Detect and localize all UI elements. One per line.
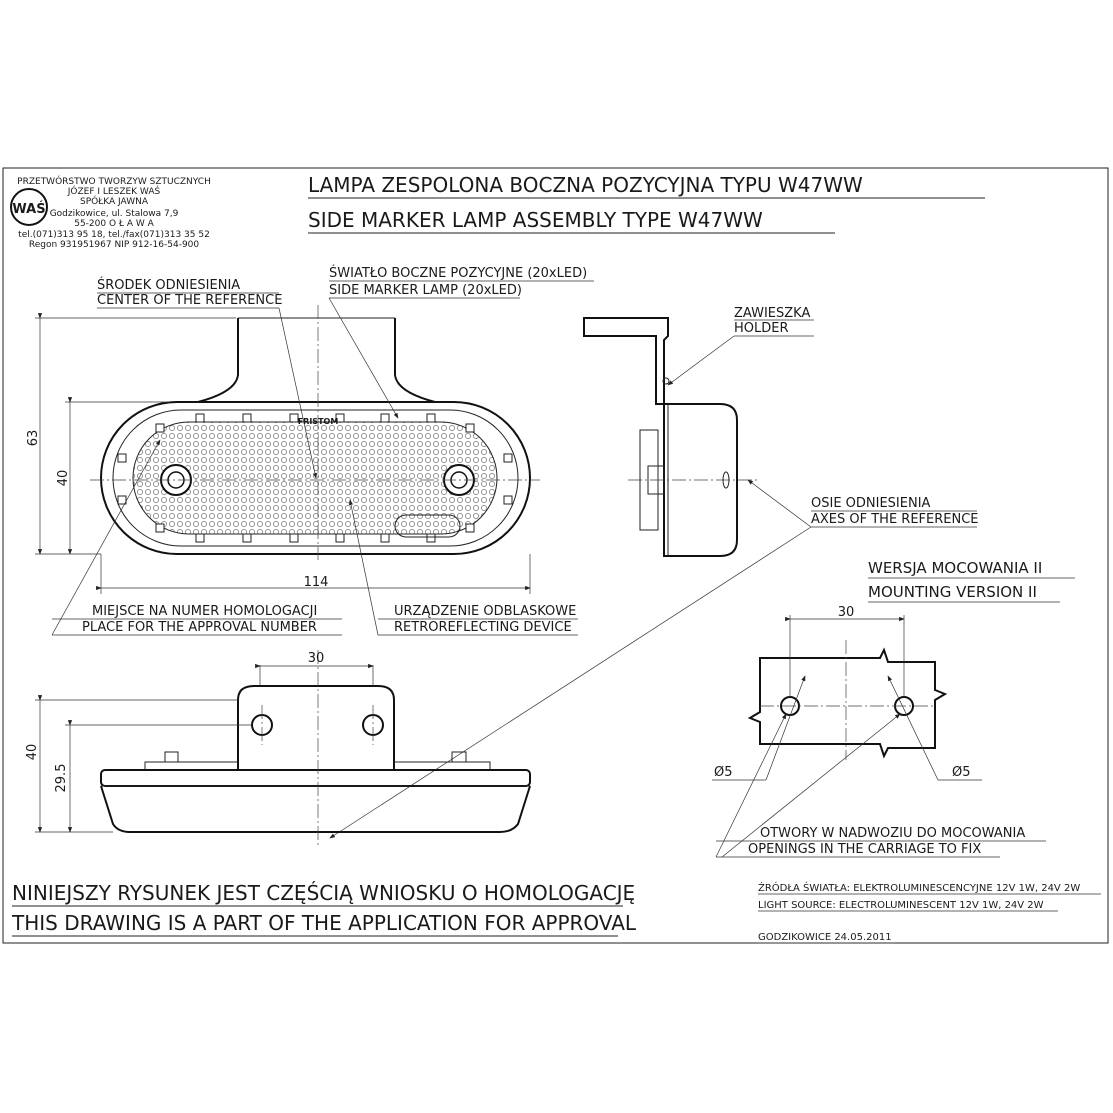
label-holes-en: OPENINGS IN THE CARRIAGE TO FIX — [748, 842, 981, 857]
company-line-7: Regon 931951967 NIP 912-16-54-900 — [29, 240, 200, 250]
label-mounting-pl: WERSJA MOCOWANIA II — [868, 559, 1042, 577]
company-line-2: JÓZEF I LESZEK WAŚ — [67, 185, 161, 197]
label-holder-pl: ZAWIESZKA — [734, 306, 810, 321]
label-sidelamp-pl: ŚWIATŁO BOCZNE POZYCYJNE (20xLED) — [329, 265, 587, 281]
footer-date: GODZIKOWICE 24.05.2011 — [758, 932, 892, 943]
label-approval-pl: MIEJSCE NA NUMER HOMOLOGACJI — [92, 604, 317, 619]
company-line-5: 55-200 O Ł A W A — [74, 219, 154, 229]
bottom-view — [35, 650, 531, 845]
bottom-lens-profile — [100, 785, 531, 833]
label-retro-pl: URZĄDZENIE ODBLASKOWE — [394, 604, 576, 619]
mounting-plate — [712, 615, 982, 781]
company-line-6: tel.(071)313 95 18, tel./fax(071)313 35 … — [18, 230, 210, 240]
dim-width: 114 — [304, 575, 329, 590]
footer-source-pl: ŹRÓDŁA ŚWIATŁA: ELEKTROLUMINESCENCYJNE 1… — [758, 881, 1080, 894]
label-center-en: CENTER OF THE REFERENCE — [97, 293, 282, 308]
dim-height-bottom: 40 — [25, 744, 40, 761]
label-approval-en: PLACE FOR THE APPROVAL NUMBER — [82, 620, 317, 635]
footer-note-pl: NINIEJSZY RYSUNEK JEST CZĘŚCIĄ WNIOSKU O… — [12, 881, 635, 905]
led-array — [117, 413, 513, 543]
dim-height-total: 63 — [26, 430, 41, 447]
company-logo: WAŚ — [10, 188, 48, 226]
side-view — [583, 317, 760, 557]
title-english: SIDE MARKER LAMP ASSEMBLY TYPE W47WW — [308, 208, 763, 232]
title-polish: LAMPA ZESPOLONA BOCZNA POZYCYJNA TYPU W4… — [308, 173, 863, 197]
label-center-pl: ŚRODEK ODNIESIENIA — [97, 277, 240, 293]
dim-hole-spacing-mount: 30 — [838, 605, 855, 620]
footer-source-en: LIGHT SOURCE: ELECTROLUMINESCENT 12V 1W,… — [758, 900, 1044, 911]
dim-hole-spacing-bottom: 30 — [308, 651, 325, 666]
label-axes-pl: OSIE ODNIESIENIA — [811, 496, 931, 511]
company-line-4: Godzikowice, ul. Stalowa 7,9 — [50, 209, 179, 219]
dim-hole-dia-right: Ø5 — [952, 765, 971, 780]
holder-bracket — [583, 317, 669, 405]
dim-height-bottom-inner: 29.5 — [54, 764, 69, 793]
company-line-3: SPÓŁKA JAWNA — [80, 195, 149, 207]
approval-number-area — [394, 514, 461, 538]
label-holder-en: HOLDER — [734, 321, 789, 336]
footer-note-en: THIS DRAWING IS A PART OF THE APPLICATIO… — [11, 911, 637, 935]
drawing-frame — [2, 167, 1109, 944]
lamp-housing-outline — [100, 401, 531, 555]
dim-height-body: 40 — [56, 470, 71, 487]
label-mounting-en: MOUNTING VERSION II — [868, 583, 1037, 601]
dim-hole-dia-left: Ø5 — [714, 765, 733, 780]
label-retro-en: RETROREFLECTING DEVICE — [394, 620, 572, 635]
label-axes-en: AXES OF THE REFERENCE — [811, 512, 979, 527]
company-header: PRZETWÓRSTWO TWORZYW SZTUCZNYCH JÓZEF I … — [17, 175, 211, 250]
label-holes-pl: OTWORY W NADWOZIU DO MOCOWANIA — [760, 826, 1025, 841]
label-sidelamp-en: SIDE MARKER LAMP (20xLED) — [329, 283, 522, 298]
company-line-1: PRZETWÓRSTWO TWORZYW SZTUCZNYCH — [17, 175, 211, 187]
bottom-mount-tab — [237, 685, 395, 770]
svg-text:WAŚ: WAŚ — [12, 201, 45, 217]
